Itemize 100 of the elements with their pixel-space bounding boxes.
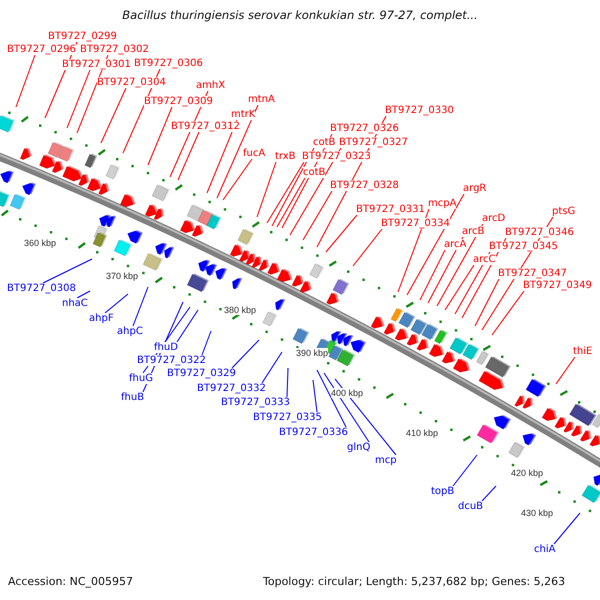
leader-line — [492, 290, 524, 336]
leader-line — [436, 224, 484, 306]
gene-label: arcD — [482, 213, 506, 224]
leader-line — [222, 158, 252, 200]
gene-label: BT9727_0329 — [167, 368, 236, 379]
leader-line — [178, 132, 200, 180]
gene-label: chiA — [534, 544, 556, 555]
leader-line — [104, 294, 128, 314]
leader-line — [398, 208, 430, 292]
leader-line — [352, 228, 382, 266]
scale-label: 430 kbp — [521, 508, 554, 518]
gene-label: BT9727_0323 — [302, 151, 371, 162]
gene-label: BT9727_0331 — [356, 204, 425, 215]
gene-label: BT9727_0336 — [279, 427, 348, 438]
leader-line — [324, 372, 370, 442]
gene-label: mcp — [375, 455, 397, 466]
scale-label: 400 kbp — [331, 388, 364, 398]
gene-label: BT9727_0330 — [385, 105, 454, 116]
gene-label: BT9727_0332 — [197, 383, 266, 394]
scale-label: 420 kbp — [511, 468, 544, 478]
leader-line — [316, 370, 346, 428]
footer-text: Accession: NC_005957 — [8, 575, 134, 588]
leader-line — [482, 486, 496, 502]
leader-line — [66, 70, 90, 128]
leader-line — [132, 286, 148, 326]
gene-label: BT9727_0326 — [330, 123, 399, 134]
gene-label: nhaC — [62, 298, 88, 309]
gene-label: BT9727_0334 — [381, 218, 450, 229]
leader-line — [428, 236, 464, 304]
gene-label: BT9727_0301 — [62, 59, 131, 70]
gene-label: BT9727_0312 — [171, 121, 240, 132]
gene-label: BT9727_0333 — [221, 397, 290, 408]
leader-line — [286, 368, 288, 398]
scale-label: 380 kbp — [224, 305, 256, 315]
gene-label: mtnA — [248, 94, 275, 105]
scale-label: 390 kbp — [296, 348, 328, 358]
leader-line — [76, 290, 90, 298]
gene-label: BT9727_0346 — [505, 227, 574, 238]
gene-label: cotB — [313, 137, 336, 148]
leader-line — [302, 190, 332, 240]
leader-line — [556, 356, 576, 384]
gene-label: dcuB — [458, 501, 484, 512]
gene-label: BT9727_0296 — [7, 44, 76, 55]
leader-line — [202, 330, 212, 356]
gene-label: ahpC — [117, 326, 143, 337]
gene-label: BT9727_0335 — [253, 412, 322, 423]
leader-line — [100, 88, 126, 144]
gene-label: glnQ — [347, 442, 370, 453]
gene-label: BT9727_0304 — [97, 77, 166, 88]
leader-line — [554, 512, 580, 544]
gene-label: BT9727_0328 — [330, 180, 399, 191]
gene-label: arcB — [462, 226, 484, 237]
leader-line — [276, 178, 306, 228]
gene-label: thiE — [573, 346, 592, 357]
gene-label: BT9727_0322 — [137, 355, 206, 366]
leader-line — [16, 54, 36, 108]
gene-label: BT9727_0302 — [80, 44, 149, 55]
gene-label: BT9727_0308 — [7, 283, 76, 294]
gene-label: BT9727_0347 — [498, 268, 567, 279]
gene-label: trxB — [275, 151, 296, 162]
leader-line — [326, 214, 358, 252]
leader-line — [232, 340, 260, 368]
gene-label: mtrK — [231, 109, 256, 120]
gene-label: amhX — [196, 80, 226, 91]
gene-label: mcpA — [428, 198, 456, 209]
leader-line — [420, 250, 446, 300]
leader-line — [148, 106, 172, 166]
leader-line — [176, 310, 198, 342]
gene-label: BT9727_0309 — [144, 96, 213, 107]
gene-label: fhuD — [154, 342, 178, 353]
leader-line — [216, 104, 258, 198]
leader-line — [474, 278, 500, 326]
gene-label: ahpF — [89, 313, 114, 324]
gene-label: ptsG — [552, 206, 576, 217]
gene-label: cotB — [303, 167, 326, 178]
gene-label: BT9727_0345 — [489, 241, 558, 252]
gene-label: BT9727_0327 — [339, 137, 408, 148]
leader-line — [290, 148, 342, 236]
gene-label: arcC — [473, 254, 496, 265]
leader-line — [42, 258, 92, 284]
leader-line — [452, 454, 478, 486]
gene-label: BT9727_0299 — [48, 31, 117, 42]
footer-text: Topology: circular; Length: 5,237,682 bp; Genes: 5,263 — [263, 575, 566, 588]
scale-label: 370 kbp — [106, 271, 138, 281]
leader-line — [312, 380, 318, 412]
leader-line — [266, 162, 304, 224]
gene-label: BT9727_0349 — [523, 280, 592, 291]
scale-label: 360 kbp — [24, 238, 56, 248]
gene-label: fucA — [243, 148, 266, 159]
leader-line — [256, 162, 276, 218]
leader-line — [262, 352, 282, 384]
gene-label: BT9727_0306 — [134, 58, 203, 69]
leader-line — [334, 378, 396, 456]
leader-line — [406, 194, 464, 296]
gene-label: argR — [463, 183, 486, 194]
gene-label: fhuG — [129, 373, 153, 384]
map-title: Bacillus thuringiensis serovar konkukian str. 97-27, complet... — [121, 8, 479, 22]
gene-label: fhuB — [121, 392, 144, 403]
leader-line — [454, 252, 490, 314]
scale-label: 410 kbp — [406, 428, 438, 438]
